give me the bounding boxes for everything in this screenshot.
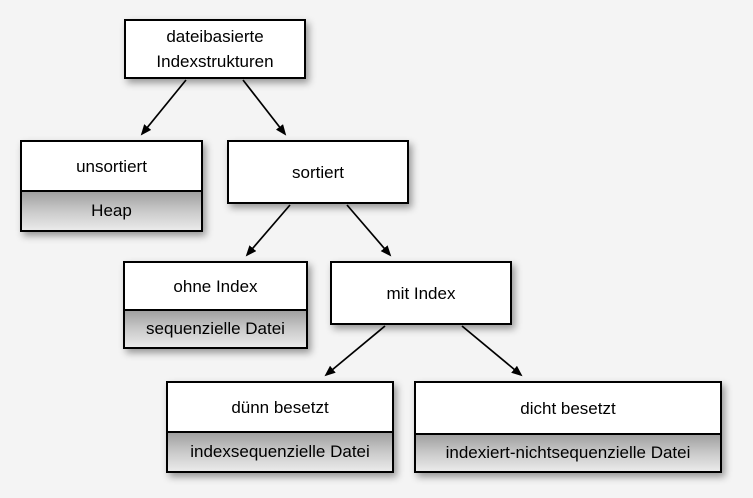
edge-root-to-sortiert [242,79,287,136]
node-duenn-besetzt: dünn besetzt indexsequenzielle Datei [166,381,394,473]
edge-sortiert-to-ohne-index [245,204,291,257]
node-unsortiert: unsortiert Heap [20,140,203,232]
node-label: unsortiert [76,156,147,176]
node-ohne-index: ohne Index sequenzielle Datei [123,261,308,349]
node-label: dateibasierte Indexstrukturen [156,27,274,71]
edge-mit-index-to-dicht-besetzt [461,325,523,377]
edge-mit-index-to-duenn-besetzt [324,325,386,377]
node-dicht-besetzt: dicht besetzt indexiert-nichtsequenziell… [414,381,722,473]
node-label: dicht besetzt [520,398,616,418]
node-label: ohne Index [173,276,258,296]
edge-root-to-unsortiert [140,79,187,136]
edge-sortiert-to-mit-index [346,204,392,257]
node-label: mit Index [386,283,456,303]
node-sublabel: sequenzielle Datei [125,309,306,347]
node-sublabel: indexiert-nichtsequenzielle Datei [416,433,720,471]
node-sublabel: indexsequenzielle Datei [168,431,392,471]
node-label: sortiert [292,162,344,182]
node-sublabel: Heap [22,190,201,230]
node-mit-index: mit Index [330,261,512,325]
node-sortiert: sortiert [227,140,409,204]
node-root: dateibasierte Indexstrukturen [124,19,306,79]
node-label: dünn besetzt [231,397,329,417]
